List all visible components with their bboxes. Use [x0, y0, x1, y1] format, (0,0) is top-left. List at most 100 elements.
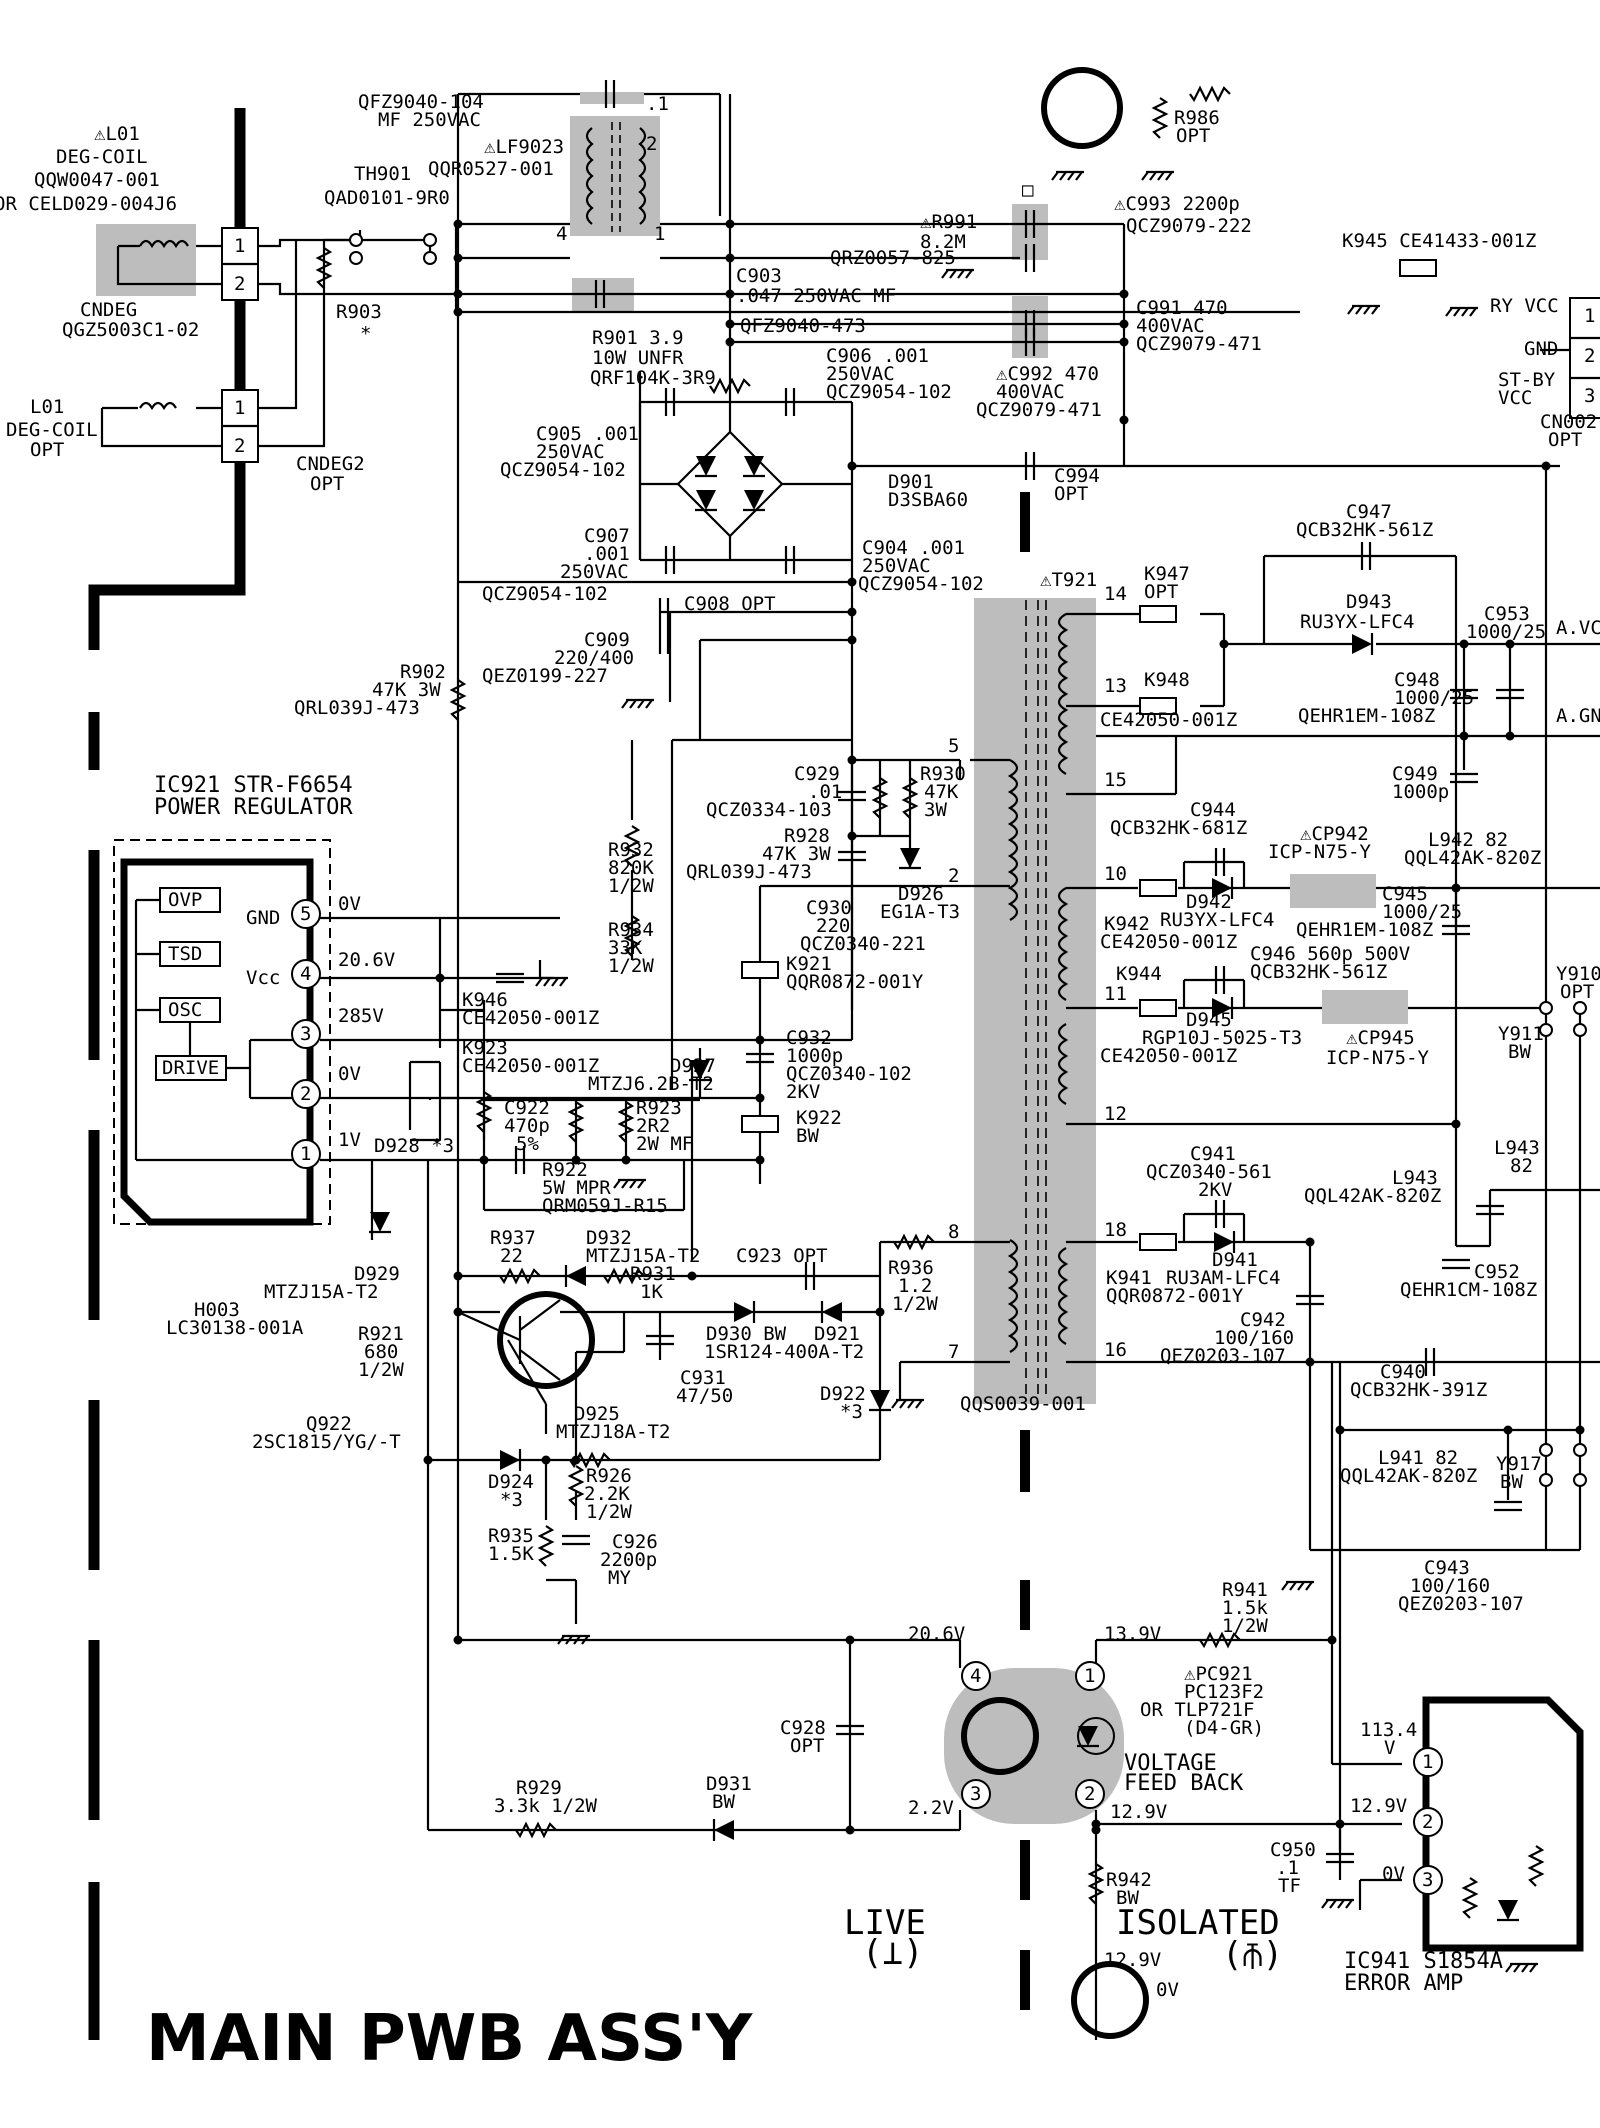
label-v-13-9: 13.9V	[1104, 1623, 1161, 1645]
label-r921-v: 680	[364, 1341, 398, 1363]
label-gnd-ic: GND	[246, 907, 280, 929]
label-v-0v-d: 0V	[1156, 1979, 1179, 2001]
label-c949: C949	[1392, 763, 1438, 785]
label-mtzj15a-t2-b: MTZJ15A-T2	[264, 1281, 378, 1303]
pin-cn_deg2-0: 1	[234, 397, 245, 419]
label-c907: C907	[584, 525, 630, 547]
label-k922: K922	[796, 1107, 842, 1129]
label-v-12-9b: 12.9V	[1350, 1795, 1407, 1817]
label-r991: ⚠R991	[920, 211, 977, 233]
label-qrm059j: QRM059J-R15	[542, 1195, 668, 1217]
label-d921: D921	[814, 1323, 860, 1345]
label-opt-c928: OPT	[790, 1735, 824, 1757]
label-r942: R942	[1106, 1869, 1152, 1891]
label-qrl039j-a: QRL039J-473	[294, 697, 420, 719]
label-t921: ⚠T921	[1040, 569, 1097, 591]
label-r941-w: 1/2W	[1222, 1615, 1268, 1637]
label-v-2-2: 2.2V	[908, 1797, 954, 1819]
label-d925: D925	[574, 1403, 620, 1425]
label-c948: C948	[1394, 669, 1440, 691]
label-y910: Y910	[1556, 963, 1600, 985]
label-r932: R932	[608, 839, 654, 861]
label-y911: Y911	[1498, 1023, 1544, 1045]
label-deg-coil-bottom: DEG-COIL	[6, 419, 98, 441]
label-c922-v: 470p	[504, 1115, 550, 1137]
label-c904-v: 250VAC	[862, 555, 931, 577]
label-qcz9054-102b: QCZ9054-102	[500, 459, 626, 481]
label-mf-250vac: MF 250VAC	[378, 109, 481, 131]
label-mtzj18a: MTZJ18A-T2	[556, 1421, 670, 1443]
pin-cn002-2: 3	[1584, 385, 1595, 407]
pin-cn002-1: 2	[1584, 345, 1595, 367]
label-c947: C947	[1346, 501, 1392, 523]
label-d924-s: *3	[500, 1489, 523, 1511]
label-cndeg: CNDEG	[80, 299, 137, 321]
optocoupler-pc921	[961, 1697, 1115, 1775]
ic921-package	[113, 839, 331, 1226]
pin-transformer-0: 5	[948, 735, 959, 757]
label-r901-v: 10W UNFR	[592, 347, 684, 369]
label-d4-gr: (D4-GR)	[1184, 1717, 1264, 1739]
label-r921-w: 1/2W	[358, 1359, 404, 1381]
label-c905-v: 250VAC	[536, 441, 605, 463]
label-k948: K948	[1144, 669, 1190, 691]
label-r941-v: 1.5k	[1222, 1597, 1268, 1619]
label-qcb32hk-681z: QCB32HK-681Z	[1110, 817, 1247, 839]
label-c953: C953	[1484, 603, 1530, 625]
label-l943-v: 82	[1510, 1155, 1533, 1177]
label-c903-val: .047 250VAC MF	[736, 285, 896, 307]
label-h003: H003	[194, 1299, 240, 1321]
label-v-20-6b: 20.6V	[908, 1623, 965, 1645]
label-d942: D942	[1186, 891, 1232, 913]
label-ic941: IC941 S1854A	[1344, 1949, 1503, 1974]
pin-transformer-2: 8	[948, 1221, 959, 1243]
label-c926-my: MY	[608, 1567, 631, 1589]
label-bw-y917: BW	[1500, 1471, 1523, 1493]
pin-transformer-5: 13	[1104, 675, 1127, 697]
label-r986: R986	[1174, 107, 1220, 129]
label-r934-v: 33K	[608, 937, 643, 959]
label-r923: R923	[636, 1097, 682, 1119]
label-r935-v: 1.5K	[488, 1543, 534, 1565]
label-c932-v: 1000p	[786, 1045, 843, 1067]
label-qcz0340-102: QCZ0340-102	[786, 1063, 912, 1085]
label-voltage: VOLTAGE	[1124, 1751, 1217, 1776]
pin-transformer-6: 15	[1104, 769, 1127, 791]
label-qqr0872-a: QQR0872-001Y	[786, 971, 924, 993]
label-c930-v: 220	[816, 915, 850, 937]
board-title: MAIN PWB ASS'Y	[146, 2002, 753, 2076]
label-a-vc: A.VC	[1556, 617, 1600, 639]
isolation-barrier	[1020, 492, 1030, 2010]
label-c931-v: 47/50	[676, 1385, 733, 1407]
label-c946: C946 560p 500V	[1250, 943, 1410, 965]
label-pc921: ⚠PC921	[1184, 1663, 1253, 1685]
label-qcz9079-471b: QCZ9079-471	[976, 399, 1102, 421]
label-c922-p: 5%	[516, 1133, 539, 1155]
label-qcz9054-102a: QCZ9054-102	[826, 381, 952, 403]
label-opt-c994: OPT	[1054, 483, 1088, 505]
label-d926: D926	[898, 883, 944, 905]
pin-cn_deg2-1: 2	[234, 435, 245, 457]
pin-ic921-0: 5	[300, 903, 311, 925]
label-c907-v2: 250VAC	[560, 561, 629, 583]
pin-ic941-0: 1	[1422, 1751, 1433, 1773]
label-y917: Y917	[1496, 1453, 1542, 1475]
label-r931: R931	[630, 1263, 676, 1285]
label-c942: C942	[1240, 1309, 1286, 1331]
label-c906: C906 .001	[826, 345, 929, 367]
label-icp-n75-b: ICP-N75-Y	[1326, 1047, 1430, 1069]
label-feed-back: FEED BACK	[1124, 1771, 1244, 1796]
label-r936: R936	[888, 1257, 934, 1279]
label-opt-l01: OPT	[30, 439, 64, 461]
label-v-12-9a: 12.9V	[1110, 1801, 1167, 1823]
label-c904: C904 .001	[862, 537, 965, 559]
label-c992: ⚠C992 470	[996, 363, 1099, 385]
label-r932-w: 1/2W	[608, 875, 654, 897]
label-isolated: ISOLATED	[1116, 1903, 1280, 1943]
label-l942: L942 82	[1428, 829, 1508, 851]
pin-transformer-3: 7	[948, 1341, 959, 1363]
label-qrz0057: QRZ0057-825	[830, 247, 956, 269]
label-v-0v-c: 0V	[1382, 1863, 1405, 1885]
label-r923-v: 2R2	[636, 1115, 670, 1137]
